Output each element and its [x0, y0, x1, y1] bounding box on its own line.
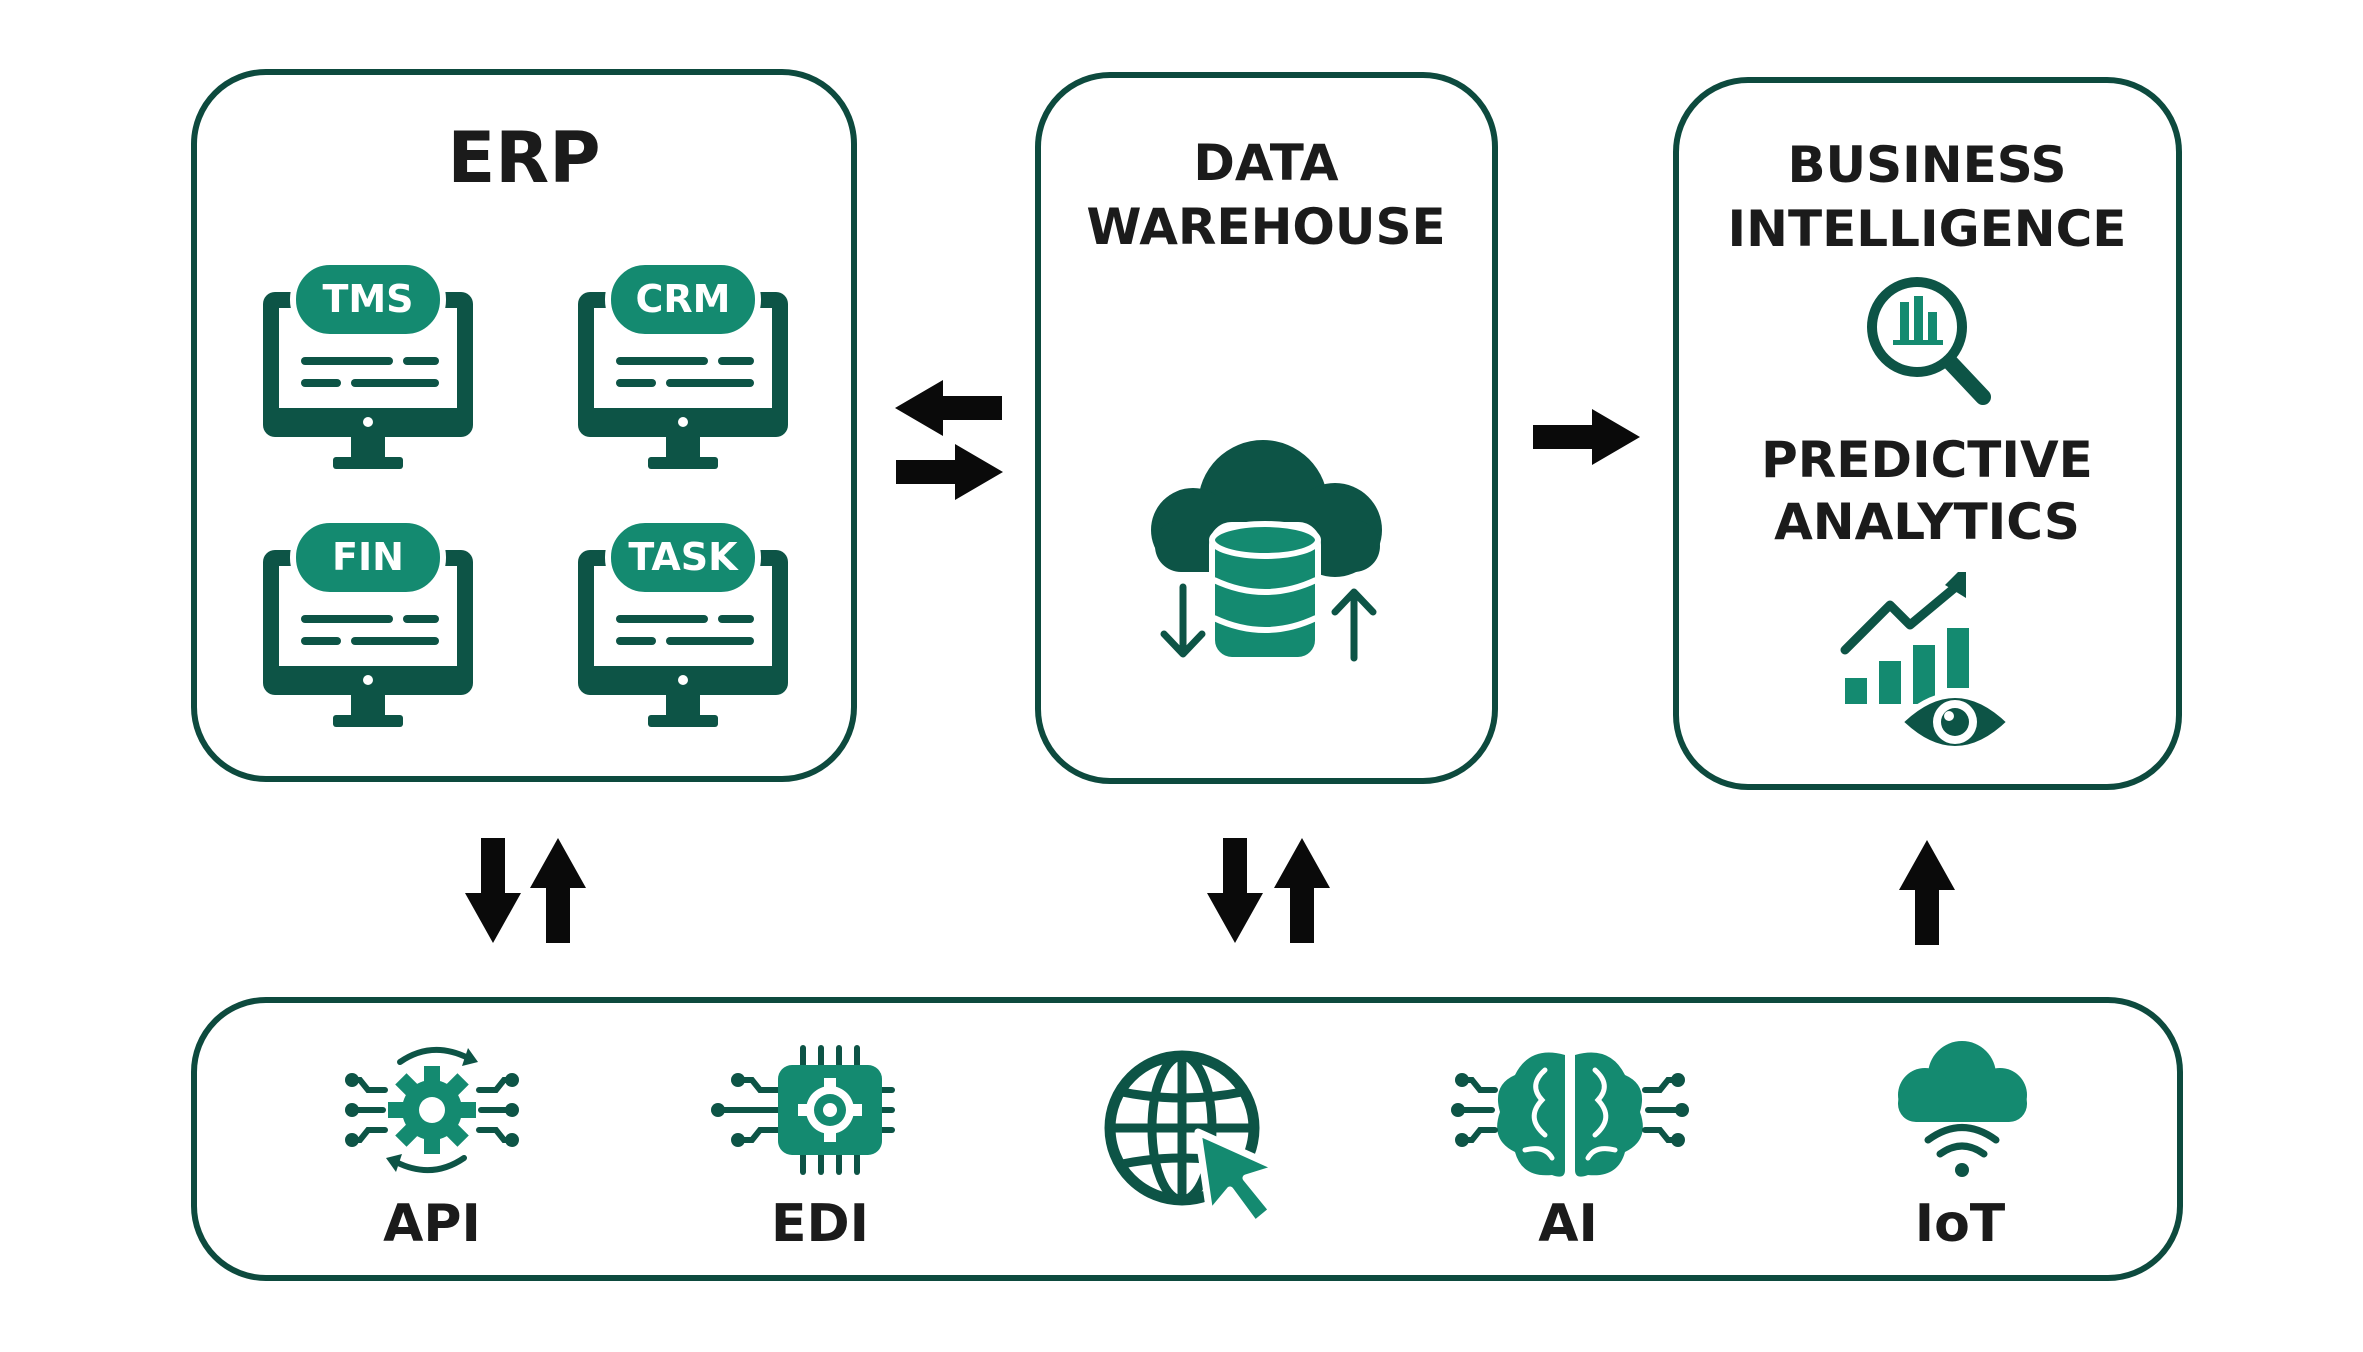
monitor-label-fin: FIN — [332, 535, 404, 579]
globe-cursor-icon — [1104, 1050, 1282, 1228]
brain-circuit-icon — [1451, 1052, 1689, 1177]
data-warehouse-box: DATA WAREHOUSE — [1035, 72, 1498, 784]
monitor-label-task: TASK — [628, 535, 739, 579]
erp-box: ERP TMS CRM FIN TASK — [191, 69, 857, 782]
integration-label-edi: EDI — [771, 1194, 869, 1254]
growth-chart-eye-icon — [1840, 572, 2015, 752]
integration-label-ai: AI — [1538, 1194, 1598, 1254]
arrow-warehouse-down — [1207, 838, 1263, 943]
arrow-warehouse-up — [1274, 838, 1330, 943]
magnifier-chart-icon — [1867, 277, 1991, 405]
bi-title-line1: BUSINESS — [1787, 136, 2066, 194]
bi-title-line2: INTELLIGENCE — [1728, 200, 2127, 258]
arrow-warehouse-to-bi — [1533, 409, 1640, 465]
warehouse-title-line1: DATA — [1193, 134, 1339, 192]
arrow-erp-to-warehouse — [896, 444, 1003, 500]
arrow-erp-down — [465, 838, 521, 943]
monitor-label-tms: TMS — [322, 277, 413, 321]
predictive-title-line1: PREDICTIVE — [1761, 431, 2093, 489]
arrow-bi-up — [1899, 840, 1955, 945]
arrow-warehouse-to-erp — [895, 380, 1002, 436]
monitor-crm: CRM — [578, 262, 788, 469]
predictive-title-line2: ANALYTICS — [1774, 493, 2080, 551]
monitor-tms: TMS — [263, 262, 473, 469]
monitor-fin: FIN — [263, 520, 473, 727]
erp-title: ERP — [447, 117, 600, 199]
chip-gear-icon — [711, 1045, 895, 1175]
cloud-wifi-icon — [1898, 1041, 2027, 1177]
arrow-erp-up — [530, 838, 586, 943]
integration-label-iot: IoT — [1915, 1194, 2006, 1254]
integration-label-api: API — [383, 1194, 481, 1254]
monitor-task: TASK — [578, 520, 788, 727]
cloud-database-icon — [1151, 440, 1382, 663]
integrations-box: API — [191, 997, 2183, 1281]
gear-circuit-icon — [345, 1046, 519, 1174]
business-intelligence-box: BUSINESS INTELLIGENCE PREDICTIVE ANALYTI… — [1673, 77, 2182, 790]
monitor-label-crm: CRM — [636, 277, 731, 321]
warehouse-title-line2: WAREHOUSE — [1086, 198, 1445, 256]
